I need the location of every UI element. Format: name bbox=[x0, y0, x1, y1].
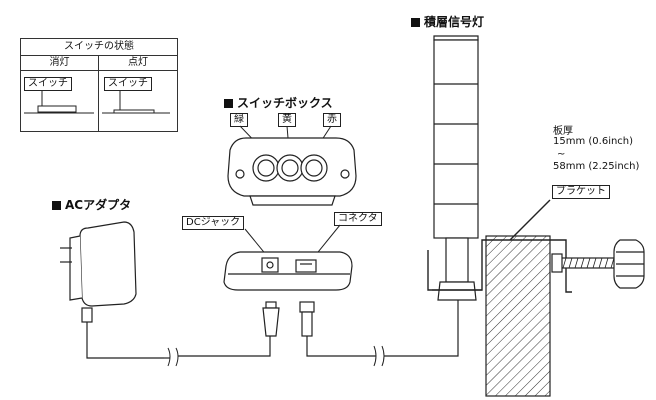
thickness-label: 板厚 bbox=[553, 126, 573, 137]
status-col-on: 点灯 bbox=[99, 56, 177, 71]
signal-tower-drawing bbox=[432, 35, 482, 301]
button-label-red: 赤 bbox=[323, 113, 341, 127]
switch-box-title: スイッチボックス bbox=[224, 94, 333, 111]
status-table-title: スイッチの状態 bbox=[21, 39, 177, 56]
dc-jack-label: DCジャック bbox=[182, 216, 245, 230]
switch-drawing-on bbox=[102, 91, 170, 114]
ac-adapter-drawing bbox=[60, 221, 164, 359]
signal-tower-title: 積層信号灯 bbox=[411, 13, 484, 30]
bracket-label: ブラケット bbox=[552, 185, 610, 199]
connector-label: コネクタ bbox=[334, 212, 382, 226]
bracket-drawing bbox=[427, 199, 572, 293]
clamp-screw bbox=[551, 239, 645, 289]
thickness-max: 58mm (2.25inch) bbox=[553, 161, 640, 172]
connector-plug-cable bbox=[299, 301, 340, 357]
button-label-green: 緑 bbox=[230, 113, 248, 127]
status-col-off: 消灯 bbox=[21, 56, 99, 71]
switch-drawing-off bbox=[24, 91, 94, 114]
controller-module bbox=[223, 251, 353, 291]
thickness-separator: ~ bbox=[557, 149, 566, 160]
dc-plug-cable bbox=[244, 301, 280, 357]
ac-adapter-title: ACアダプタ bbox=[52, 196, 131, 213]
status-table-divider bbox=[98, 71, 99, 131]
switch-status-table: スイッチの状態 消灯 点灯 bbox=[20, 38, 178, 132]
thickness-min: 15mm (0.6inch) bbox=[553, 136, 634, 147]
switch-label-on: スイッチ bbox=[104, 77, 152, 91]
switch-box-body bbox=[227, 137, 357, 206]
mounting-plate bbox=[485, 235, 551, 397]
switch-label-off: スイッチ bbox=[24, 77, 72, 91]
